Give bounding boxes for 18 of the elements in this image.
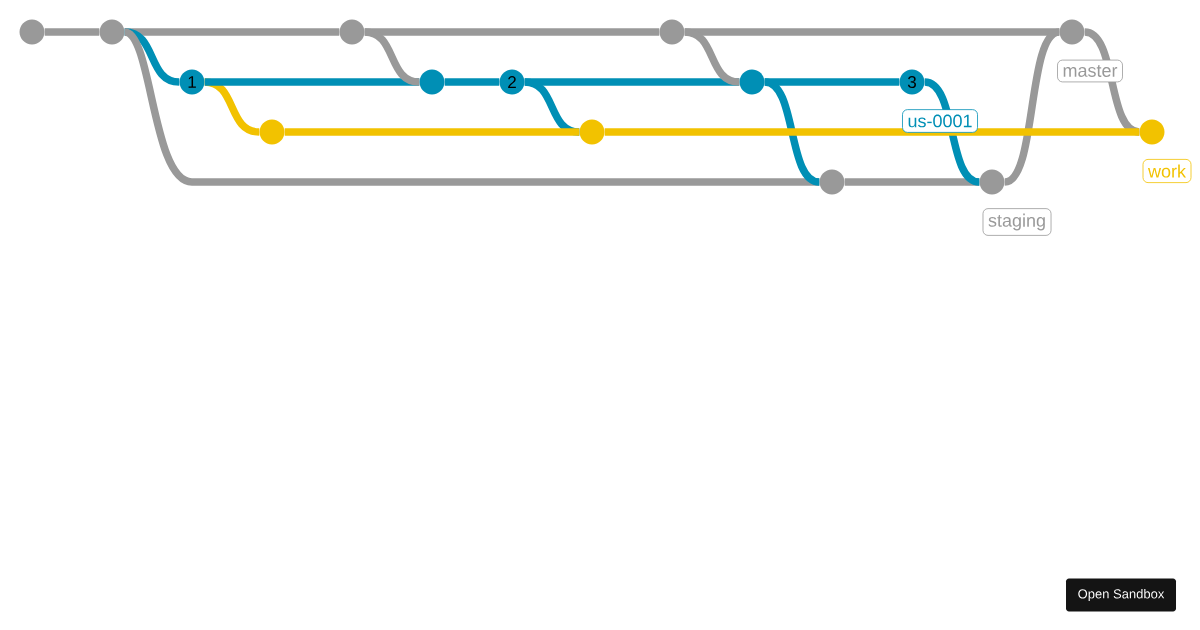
commit-dot xyxy=(19,19,45,45)
commit-dot xyxy=(659,19,685,45)
open-sandbox-button: Open Sandbox xyxy=(1066,578,1176,612)
commit-dot xyxy=(99,19,125,45)
commit-dot xyxy=(819,169,845,195)
commit-dot xyxy=(1139,119,1165,145)
commit-dot xyxy=(259,119,285,145)
branch-line xyxy=(1003,28,1061,186)
commit-dot xyxy=(1059,19,1085,45)
commit-dot xyxy=(339,19,365,45)
branch-tag: work xyxy=(1142,159,1192,183)
commit-dot xyxy=(579,119,605,145)
branch-tag: staging xyxy=(982,208,1052,236)
commit-dot xyxy=(739,69,765,95)
commit-dot xyxy=(419,69,445,95)
branch-tag: master xyxy=(1057,59,1123,83)
branch-tag: us-0001 xyxy=(902,109,978,133)
commit-dot xyxy=(979,169,1005,195)
